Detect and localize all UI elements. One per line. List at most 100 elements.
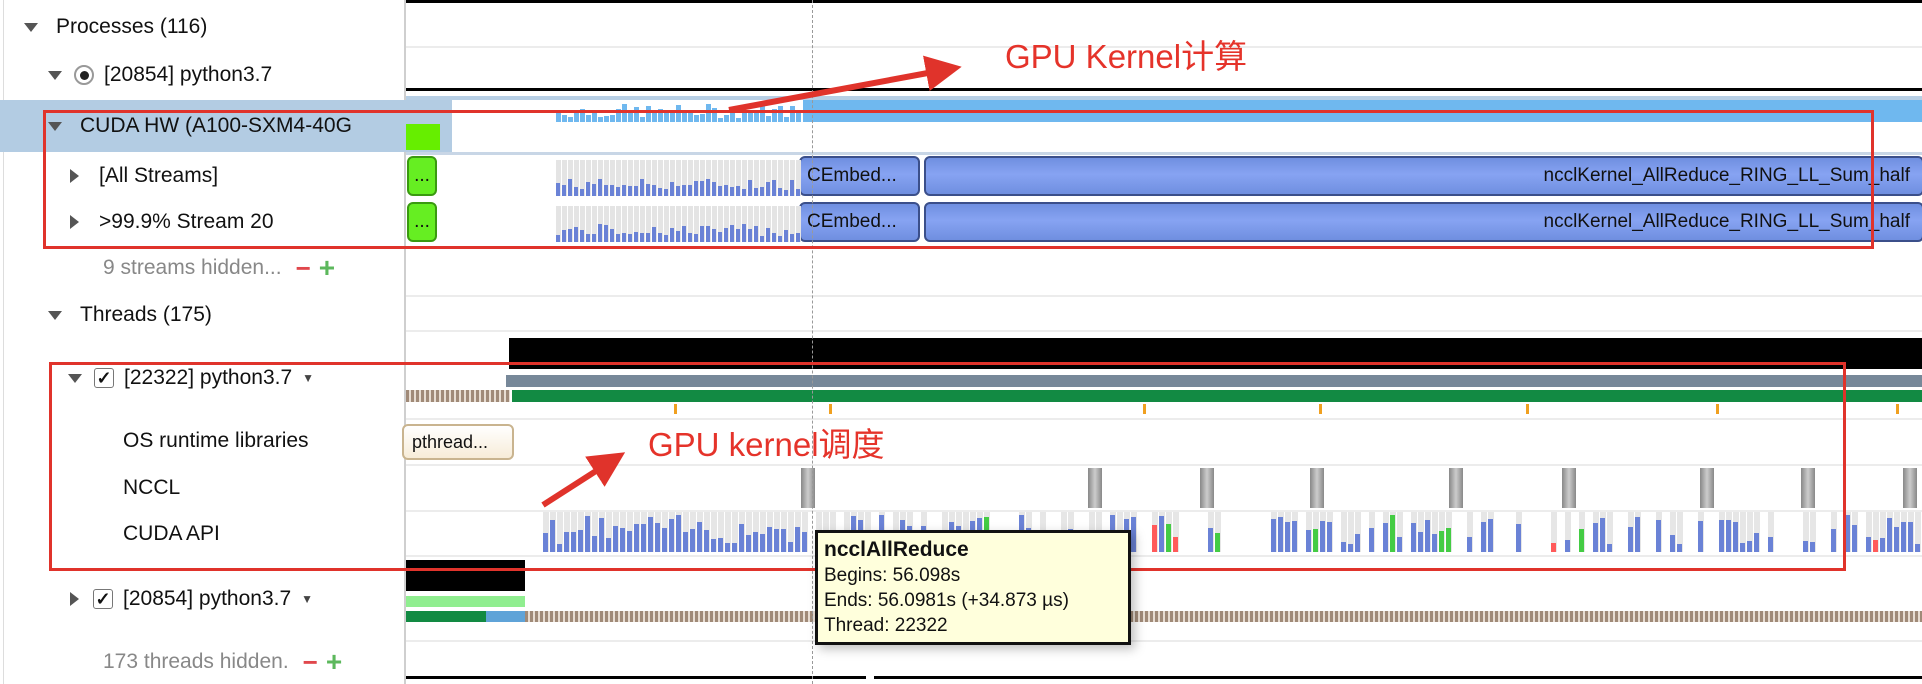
expand-icon[interactable] xyxy=(48,70,62,80)
cuda-api-bg xyxy=(1432,512,1438,552)
cuda-hw-activity-bar xyxy=(682,111,687,122)
cuda-api-call xyxy=(746,534,751,552)
cuda-api-call xyxy=(718,537,723,552)
cuda-api-call xyxy=(739,524,744,552)
expand-icon[interactable] xyxy=(70,169,79,183)
expand-icon[interactable] xyxy=(70,215,79,229)
stream-kernel-bar xyxy=(664,188,668,196)
stream-kernel-bar xyxy=(784,229,788,242)
stream-bg xyxy=(688,206,693,242)
kernel-block-green[interactable]: ... xyxy=(407,202,437,242)
stream-bg xyxy=(748,160,753,196)
collapse-minus-icon[interactable]: − xyxy=(295,252,311,283)
tree-row-threads[interactable]: Threads (175) xyxy=(0,295,452,335)
os-runtime-pthread-block[interactable]: pthread... xyxy=(402,424,514,460)
process-rule xyxy=(406,88,1922,91)
cuda-hw-activity-bar xyxy=(664,111,669,122)
cuda-api-call xyxy=(788,542,793,552)
dropdown-icon[interactable]: ▼ xyxy=(302,371,315,385)
tree-row-thread-22322[interactable]: ✓[22322] python3.7▼ xyxy=(0,358,472,398)
stream-bg xyxy=(706,160,711,196)
stream-kernel-bar xyxy=(706,225,710,242)
cuda-hw-activity-bar xyxy=(598,117,603,122)
expand-plus-icon[interactable]: + xyxy=(325,646,343,677)
stream-kernel-bar xyxy=(574,226,578,242)
cuda-api-call xyxy=(1166,523,1171,552)
cuda-api-call xyxy=(1355,534,1360,552)
stream-kernel-bar xyxy=(598,178,602,196)
cuda-api-call xyxy=(1271,519,1276,552)
cursor-line xyxy=(812,0,813,684)
expand-icon[interactable] xyxy=(48,121,62,131)
expand-plus-icon[interactable]: + xyxy=(318,252,336,283)
cuda-api-bg xyxy=(1677,512,1683,552)
stream-kernel-bar xyxy=(718,231,722,242)
stream-bg xyxy=(688,160,693,196)
stream-bg xyxy=(640,160,645,196)
cuda-api-call xyxy=(1278,517,1283,552)
thread-20854-light-bar xyxy=(406,596,525,607)
cuda-api-call xyxy=(1607,543,1612,552)
stream-bg xyxy=(790,160,795,196)
stream-bg xyxy=(730,206,735,242)
checkbox[interactable]: ✓ xyxy=(93,589,113,609)
thread-20854-blue-bar xyxy=(486,611,526,622)
row-divider xyxy=(406,46,1922,48)
kernel-cembed[interactable]: CEmbed... xyxy=(799,156,920,196)
cuda-api-call xyxy=(1803,540,1808,552)
cuda-api-call xyxy=(585,516,590,552)
collapse-minus-icon[interactable]: − xyxy=(302,646,318,677)
stream-kernel-bar xyxy=(682,184,686,196)
cuda-api-call xyxy=(634,524,639,552)
cuda-api-call xyxy=(669,519,674,552)
stream-kernel-bar xyxy=(724,227,728,242)
kernel-cembed[interactable]: CEmbed... xyxy=(799,202,920,242)
tree-row-nccl[interactable]: NCCL xyxy=(0,468,527,508)
stream-kernel-bar xyxy=(610,184,614,196)
tree-row-all-streams[interactable]: [All Streams] xyxy=(0,156,474,196)
cuda-api-bg xyxy=(788,512,794,552)
cuda-api-bg xyxy=(1670,512,1676,552)
kernel-nccl-allreduce[interactable]: ncclKernel_AllReduce_RING_LL_Sum_half xyxy=(924,202,1922,242)
stream-kernel-bar xyxy=(586,234,590,242)
cuda-api-call xyxy=(1446,528,1451,552)
tree-row-stream-20[interactable]: >99.9% Stream 20 xyxy=(0,202,474,242)
nccl-range xyxy=(1449,468,1463,508)
stream-kernel-bar xyxy=(760,186,764,196)
tree-row-processes[interactable]: Processes (116) xyxy=(0,7,428,47)
stream-kernel-bar xyxy=(610,229,614,242)
cuda-api-bg xyxy=(760,512,766,552)
cuda-api-call xyxy=(774,529,779,552)
process-radio-icon[interactable] xyxy=(74,65,94,85)
cuda-api-call xyxy=(1579,529,1584,552)
thread-20854-idle-bar xyxy=(525,611,1922,622)
tree-row-os-runtime[interactable]: OS runtime libraries xyxy=(0,421,527,461)
nccl-range xyxy=(801,468,815,508)
nccl-range xyxy=(1088,468,1102,508)
stream-kernel-bar xyxy=(670,181,674,196)
stream-kernel-bar xyxy=(592,233,596,242)
row-divider xyxy=(406,555,1922,557)
stream-bg xyxy=(760,206,765,242)
tree-row-thread-20854[interactable]: ✓[20854] python3.7▼ xyxy=(0,579,474,619)
marker-tick xyxy=(674,404,677,414)
thread-running-bar xyxy=(512,390,1922,402)
cuda-api-bg xyxy=(543,512,549,552)
tree-row-cuda-hw[interactable]: CUDA HW (A100-SXM4-40G xyxy=(0,100,452,152)
kernel-block-green[interactable]: ... xyxy=(407,156,437,196)
expand-icon[interactable] xyxy=(70,592,79,606)
expand-icon[interactable] xyxy=(24,22,38,32)
kernel-nccl-allreduce[interactable]: ncclKernel_AllReduce_RING_LL_Sum_half xyxy=(924,156,1922,196)
thread-20854-state-bar xyxy=(406,560,525,591)
stream-bg xyxy=(586,160,591,196)
expand-icon[interactable] xyxy=(68,373,82,383)
tree-row-process[interactable]: [20854] python3.7 xyxy=(0,55,452,95)
stream-kernel-bar xyxy=(772,179,776,196)
tree-row-cuda-api[interactable]: CUDA API xyxy=(0,514,527,554)
stream-bg xyxy=(562,206,567,242)
stream-kernel-bar xyxy=(748,228,752,242)
checkbox[interactable]: ✓ xyxy=(94,368,114,388)
dropdown-icon[interactable]: ▼ xyxy=(301,592,314,606)
expand-icon[interactable] xyxy=(48,310,62,320)
cuda-hw-activity-bar xyxy=(730,107,735,122)
